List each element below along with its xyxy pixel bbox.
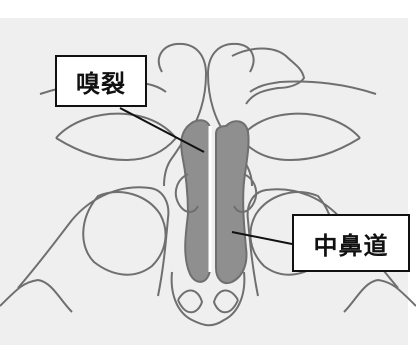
olfactory-cleft-label: 嗅裂 [55,55,147,107]
middle-meatus-label: 中鼻道 [292,214,410,272]
right-nasal-cavity [216,121,249,283]
